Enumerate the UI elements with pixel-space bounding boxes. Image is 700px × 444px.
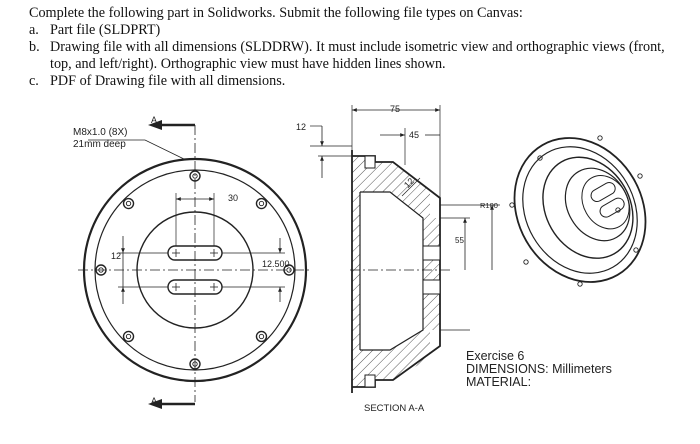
bolt-hole xyxy=(255,197,268,210)
hole-callout-thread: M8x1.0 (8X) xyxy=(73,127,128,138)
hole-callout: M8x1.0 (8X) 21mm deep xyxy=(73,127,127,151)
bolt-hole-inner xyxy=(286,267,292,273)
bolt-hole-inner xyxy=(192,173,198,179)
section-label: SECTION A-A xyxy=(364,403,425,414)
iso-bolt-hole xyxy=(537,155,543,161)
bolt-hole-inner xyxy=(125,200,132,207)
instructions-intro: Complete the following part in Solidwork… xyxy=(29,5,523,21)
list-marker: b. xyxy=(29,39,40,55)
bolt-hole-inner xyxy=(192,361,198,367)
title-material: MATERIAL: xyxy=(466,375,532,389)
dim-outer-radius: R100 xyxy=(480,201,498,210)
bolt-hole-inner xyxy=(98,267,104,273)
iso-bolt-hole xyxy=(597,135,603,141)
iso-bolt-hole xyxy=(577,281,583,287)
title-block: Exercise 6 DIMENSIONS: Millimeters MATER… xyxy=(466,350,612,389)
bolt-hole xyxy=(122,330,135,343)
front-view xyxy=(78,120,312,409)
dim-slot-offset: 12 xyxy=(111,251,122,261)
section-marker-top: A xyxy=(151,115,158,125)
iso-bolt-hole xyxy=(509,202,515,208)
title-dimensions: DIMENSIONS: Millimeters xyxy=(466,362,612,376)
list-item-text: Part file (SLDPRT) xyxy=(50,22,161,38)
isometric-bolt-holes xyxy=(509,135,643,287)
bolt-hole xyxy=(189,358,201,370)
dim-inner-height: 55 xyxy=(455,236,464,245)
isometric-view xyxy=(513,137,647,283)
iso-bolt-hole xyxy=(615,207,621,213)
dim-inner-depth: 45 xyxy=(409,130,420,140)
bolt-hole-inner xyxy=(258,333,265,340)
bolt-hole xyxy=(95,264,107,276)
bolt-hole xyxy=(255,330,268,343)
iso-bolt-hole xyxy=(637,173,643,179)
list-item-text-continued: top, and left/right). Orthographic view … xyxy=(50,56,446,72)
dim-overall-depth: 75 xyxy=(390,104,401,114)
section-marker-bottom: A xyxy=(151,396,158,406)
dim-slot-spacing: 30 xyxy=(228,193,239,203)
bolt-holes xyxy=(95,170,295,370)
title-exercise: Exercise 6 xyxy=(466,349,525,363)
list-item-text: PDF of Drawing file with all dimensions. xyxy=(50,73,286,89)
list-marker: a. xyxy=(29,22,39,38)
bolt-hole xyxy=(283,264,295,276)
list-marker: c. xyxy=(29,73,39,89)
hole-callout-depth: 21mm deep xyxy=(73,139,126,150)
list-item-text: Drawing file with all dimensions (SLDDRW… xyxy=(50,39,665,55)
section-view xyxy=(310,105,500,393)
iso-bolt-hole xyxy=(633,247,639,253)
bolt-hole-inner xyxy=(125,333,132,340)
iso-bolt-hole xyxy=(523,259,529,265)
bolt-hole xyxy=(189,170,201,182)
bolt-hole xyxy=(122,197,135,210)
dim-lip-height: 12 xyxy=(296,122,307,132)
dim-slot-length: 12.500 xyxy=(262,259,290,269)
bolt-hole-inner xyxy=(258,200,265,207)
